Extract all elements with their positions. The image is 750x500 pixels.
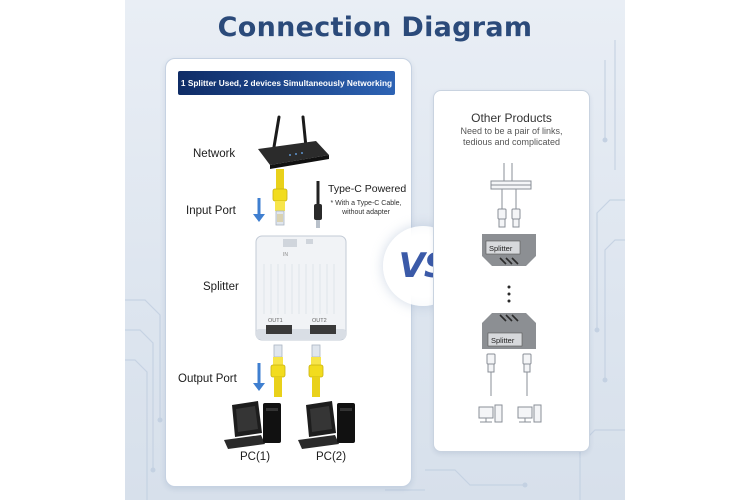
splitter-device-icon: IN OUT1 OUT2 <box>255 235 347 341</box>
diagram-stage: Connection Diagram 1 Splitter Used, 2 de… <box>125 0 625 500</box>
other-splitter-2-icon: Splitter <box>482 313 536 349</box>
pc-2-icon <box>298 401 355 449</box>
cable-outline-icon <box>497 189 521 228</box>
pc-1-label: PC(1) <box>240 451 271 463</box>
down-arrow-icon <box>253 198 265 222</box>
pc-2-label: PC(2) <box>316 451 347 463</box>
device-in-mark: IN <box>283 252 288 258</box>
output-cable-2-icon <box>308 344 324 397</box>
vertical-dots-icon <box>507 285 511 303</box>
type-c-note-line-1: * With a Type-C Cable, <box>330 200 402 207</box>
router-icon <box>258 115 329 169</box>
pc-outline-icon <box>478 404 503 423</box>
input-cable-icon <box>272 169 288 226</box>
other-splitter-1-icon: Splitter <box>482 234 536 266</box>
splitter-label: Splitter <box>203 281 239 293</box>
input-port-label: Input Port <box>186 205 236 217</box>
subtitle-line-1: Need to be a pair of links, <box>460 126 563 136</box>
page-title: Connection Diagram <box>217 12 533 43</box>
splitter-setup-panel: 1 Splitter Used, 2 devices Simultaneousl… <box>165 58 412 487</box>
pc-1-icon <box>224 401 281 449</box>
device-out2-mark: OUT2 <box>312 318 327 324</box>
other-splitter-2-label: Splitter <box>491 336 515 345</box>
other-products-illustration: Splitter <box>478 163 542 423</box>
output-port-label: Output Port <box>178 373 237 385</box>
type-c-cable-icon <box>314 181 322 228</box>
pc-outline-icon <box>517 404 542 423</box>
other-products-panel: Other Products Need to be a pair of link… <box>433 90 590 452</box>
other-splitter-1-label: Splitter <box>489 244 513 253</box>
type-c-note: * With a Type-C Cable, without adapter <box>326 199 406 217</box>
setup-illustration: IN OUT1 OUT2 <box>224 115 355 449</box>
cable-outline-icon <box>486 353 532 396</box>
type-c-label: Type-C Powered <box>328 183 407 195</box>
other-products-subtitle: Need to be a pair of links, tedious and … <box>434 126 589 148</box>
router-outline-icon <box>490 163 532 190</box>
type-c-note-line-2: without adapter <box>342 209 390 216</box>
down-arrow-icon <box>253 363 265 391</box>
output-cable-1-icon <box>270 344 286 397</box>
device-out1-mark: OUT1 <box>268 318 283 324</box>
network-label: Network <box>193 148 236 160</box>
subtitle-line-2: tedious and complicated <box>462 137 561 147</box>
other-products-title: Other Products <box>471 111 552 125</box>
setup-banner: 1 Splitter Used, 2 devices Simultaneousl… <box>178 71 395 95</box>
